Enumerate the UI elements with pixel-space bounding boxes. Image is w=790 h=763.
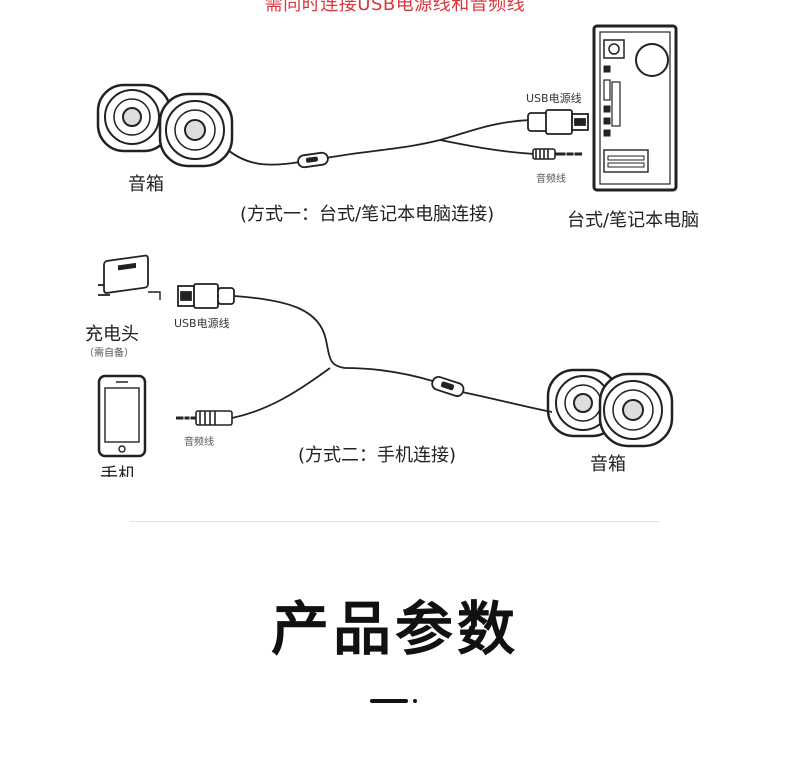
connection-note: 需同时连接USB电源线和音频线 [264, 0, 526, 15]
cable-method2 [231, 295, 553, 419]
charger [98, 254, 161, 300]
section-divider [130, 521, 660, 522]
connection-diagram [96, 24, 678, 458]
phone-label: 手机 [100, 465, 136, 477]
audio-cable-label-method2: 音频线 [184, 437, 214, 448]
phone [97, 374, 147, 458]
usb-cable-label-method2: USB电源线 [174, 317, 230, 330]
section-title: 产品参数 [270, 595, 519, 663]
charger-label: 充电头 [85, 324, 139, 345]
pc-label: 台式/笔记本电脑 [567, 210, 700, 231]
speaker-label-method2: 音箱 [590, 454, 626, 475]
method1-caption: (方式一：台式/笔记本电脑连接) [240, 204, 495, 225]
usb-cable-label-method1: USB电源线 [526, 92, 582, 105]
audio-plug-method1 [532, 148, 582, 160]
cable-method1 [227, 119, 536, 166]
title-underline-dot [413, 699, 417, 703]
usb-plug-method2 [177, 283, 235, 309]
usb-plug-method1 [527, 109, 589, 135]
charger-note: （需自备） [84, 348, 134, 359]
speaker-label-method1: 音箱 [128, 174, 164, 195]
speaker-pair-method1 [96, 83, 234, 168]
title-underline [370, 699, 408, 703]
audio-plug-method2 [176, 410, 233, 426]
pc-tower [592, 24, 678, 192]
speaker-pair-method2 [546, 368, 674, 448]
inline-volume-control-method2 [431, 376, 465, 397]
audio-cable-label-method1: 音频线 [536, 174, 566, 185]
method2-caption: (方式二：手机连接) [298, 445, 457, 466]
inline-volume-control-method1 [297, 151, 329, 169]
